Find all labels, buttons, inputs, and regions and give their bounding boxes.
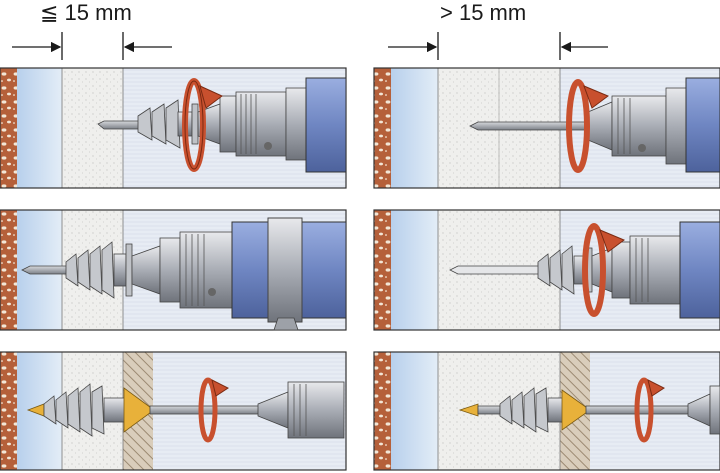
panel-left-step3 [0,351,347,471]
anchor-thread [43,383,105,437]
anchor-thread [499,387,549,433]
panel-left-step2 [0,209,347,331]
rotation-arrow-icon [582,223,625,317]
thickness-label-left: ≦ 15 mm [40,0,132,25]
rotation-arrow-icon [198,377,229,443]
anchor-thread [65,241,115,299]
panel-right-step3 [373,351,720,471]
rotation-arrow-icon [566,79,609,173]
panel-left-step1 [0,67,347,189]
thickness-label-right: > 15 mm [440,0,527,25]
anchor-thread [537,245,575,295]
panel-right-step2 [373,209,720,331]
dimension-arrows-right [388,32,608,60]
dimension-arrows-left [12,32,172,60]
rotation-arrow-icon [182,78,223,172]
anchor-thread [137,99,181,149]
panel-right-step1 [373,67,720,189]
rotation-arrow-icon [634,377,665,443]
